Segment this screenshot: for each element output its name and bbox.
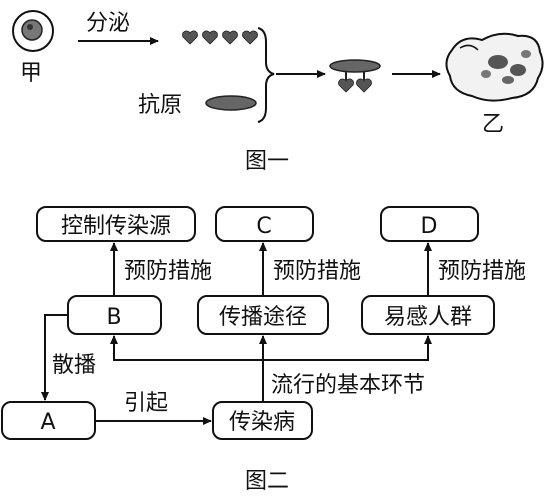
caption-figure2: 图二 <box>245 469 289 494</box>
box-c-label: C <box>256 214 271 239</box>
cell-label: 甲 <box>20 61 42 86</box>
box-c <box>215 206 314 242</box>
box-a-label: A <box>40 410 55 435</box>
spread-label: 散播 <box>52 353 96 378</box>
prevent-label-1: 预防措施 <box>124 259 212 284</box>
antigen-label: 抗原 <box>138 93 182 118</box>
antibody-icons <box>182 30 258 45</box>
links-label: 流行的基本环节 <box>271 373 425 398</box>
antigen-icon <box>205 95 257 111</box>
box-control-source <box>36 206 196 242</box>
box-d-label: D <box>421 214 438 239</box>
phagocyte-label: 乙 <box>482 112 504 137</box>
cell-icon <box>12 10 54 52</box>
cause-label: 引起 <box>124 391 168 416</box>
box-route-label: 传播途径 <box>219 305 307 330</box>
complex-icon <box>329 59 381 93</box>
links-bus <box>113 336 429 361</box>
box-b-label: B <box>106 305 121 330</box>
caption-figure1: 图一 <box>245 149 289 174</box>
box-susceptible-label: 易感人群 <box>384 305 472 330</box>
combine-brace <box>257 27 275 123</box>
box-d <box>380 206 479 242</box>
prevent-label-2: 预防措施 <box>273 259 361 284</box>
box-control-source-label: 控制传染源 <box>61 214 171 239</box>
spread-arrow <box>41 314 68 401</box>
prevent-label-3: 预防措施 <box>438 259 526 284</box>
secrete-label: 分泌 <box>86 11 130 36</box>
box-disease-label: 传染病 <box>229 410 295 435</box>
phagocyte-icon <box>445 32 544 102</box>
